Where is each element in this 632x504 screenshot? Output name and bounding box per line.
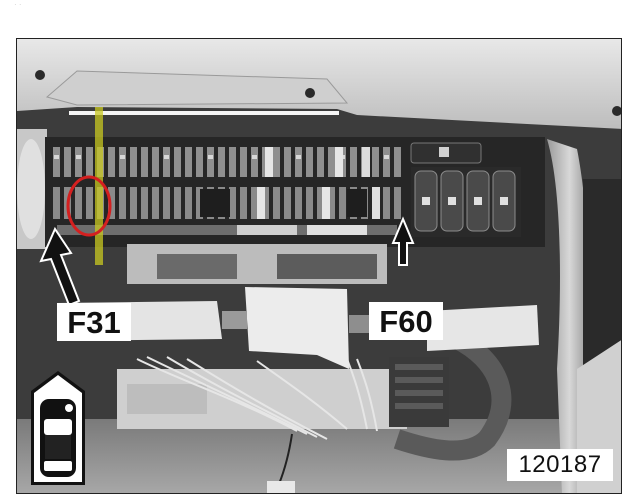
highlight-circle	[66, 175, 112, 237]
callout-label-f60: F60	[369, 302, 443, 340]
upper-fuse-row	[53, 147, 401, 177]
callout-label-f31: F31	[57, 303, 131, 341]
position-dot	[65, 404, 73, 412]
highlight-strip	[95, 107, 103, 265]
photo-frame: F31 F60 120187	[16, 38, 622, 494]
car-top-view-icon	[31, 371, 85, 485]
reference-number: 120187	[507, 449, 613, 481]
fuse-box-photo	[17, 39, 621, 493]
scan-artifact: · ·	[14, 0, 22, 9]
lower-fuse-row	[53, 187, 401, 219]
relay-block	[410, 142, 521, 237]
f60-arrow	[391, 216, 415, 266]
